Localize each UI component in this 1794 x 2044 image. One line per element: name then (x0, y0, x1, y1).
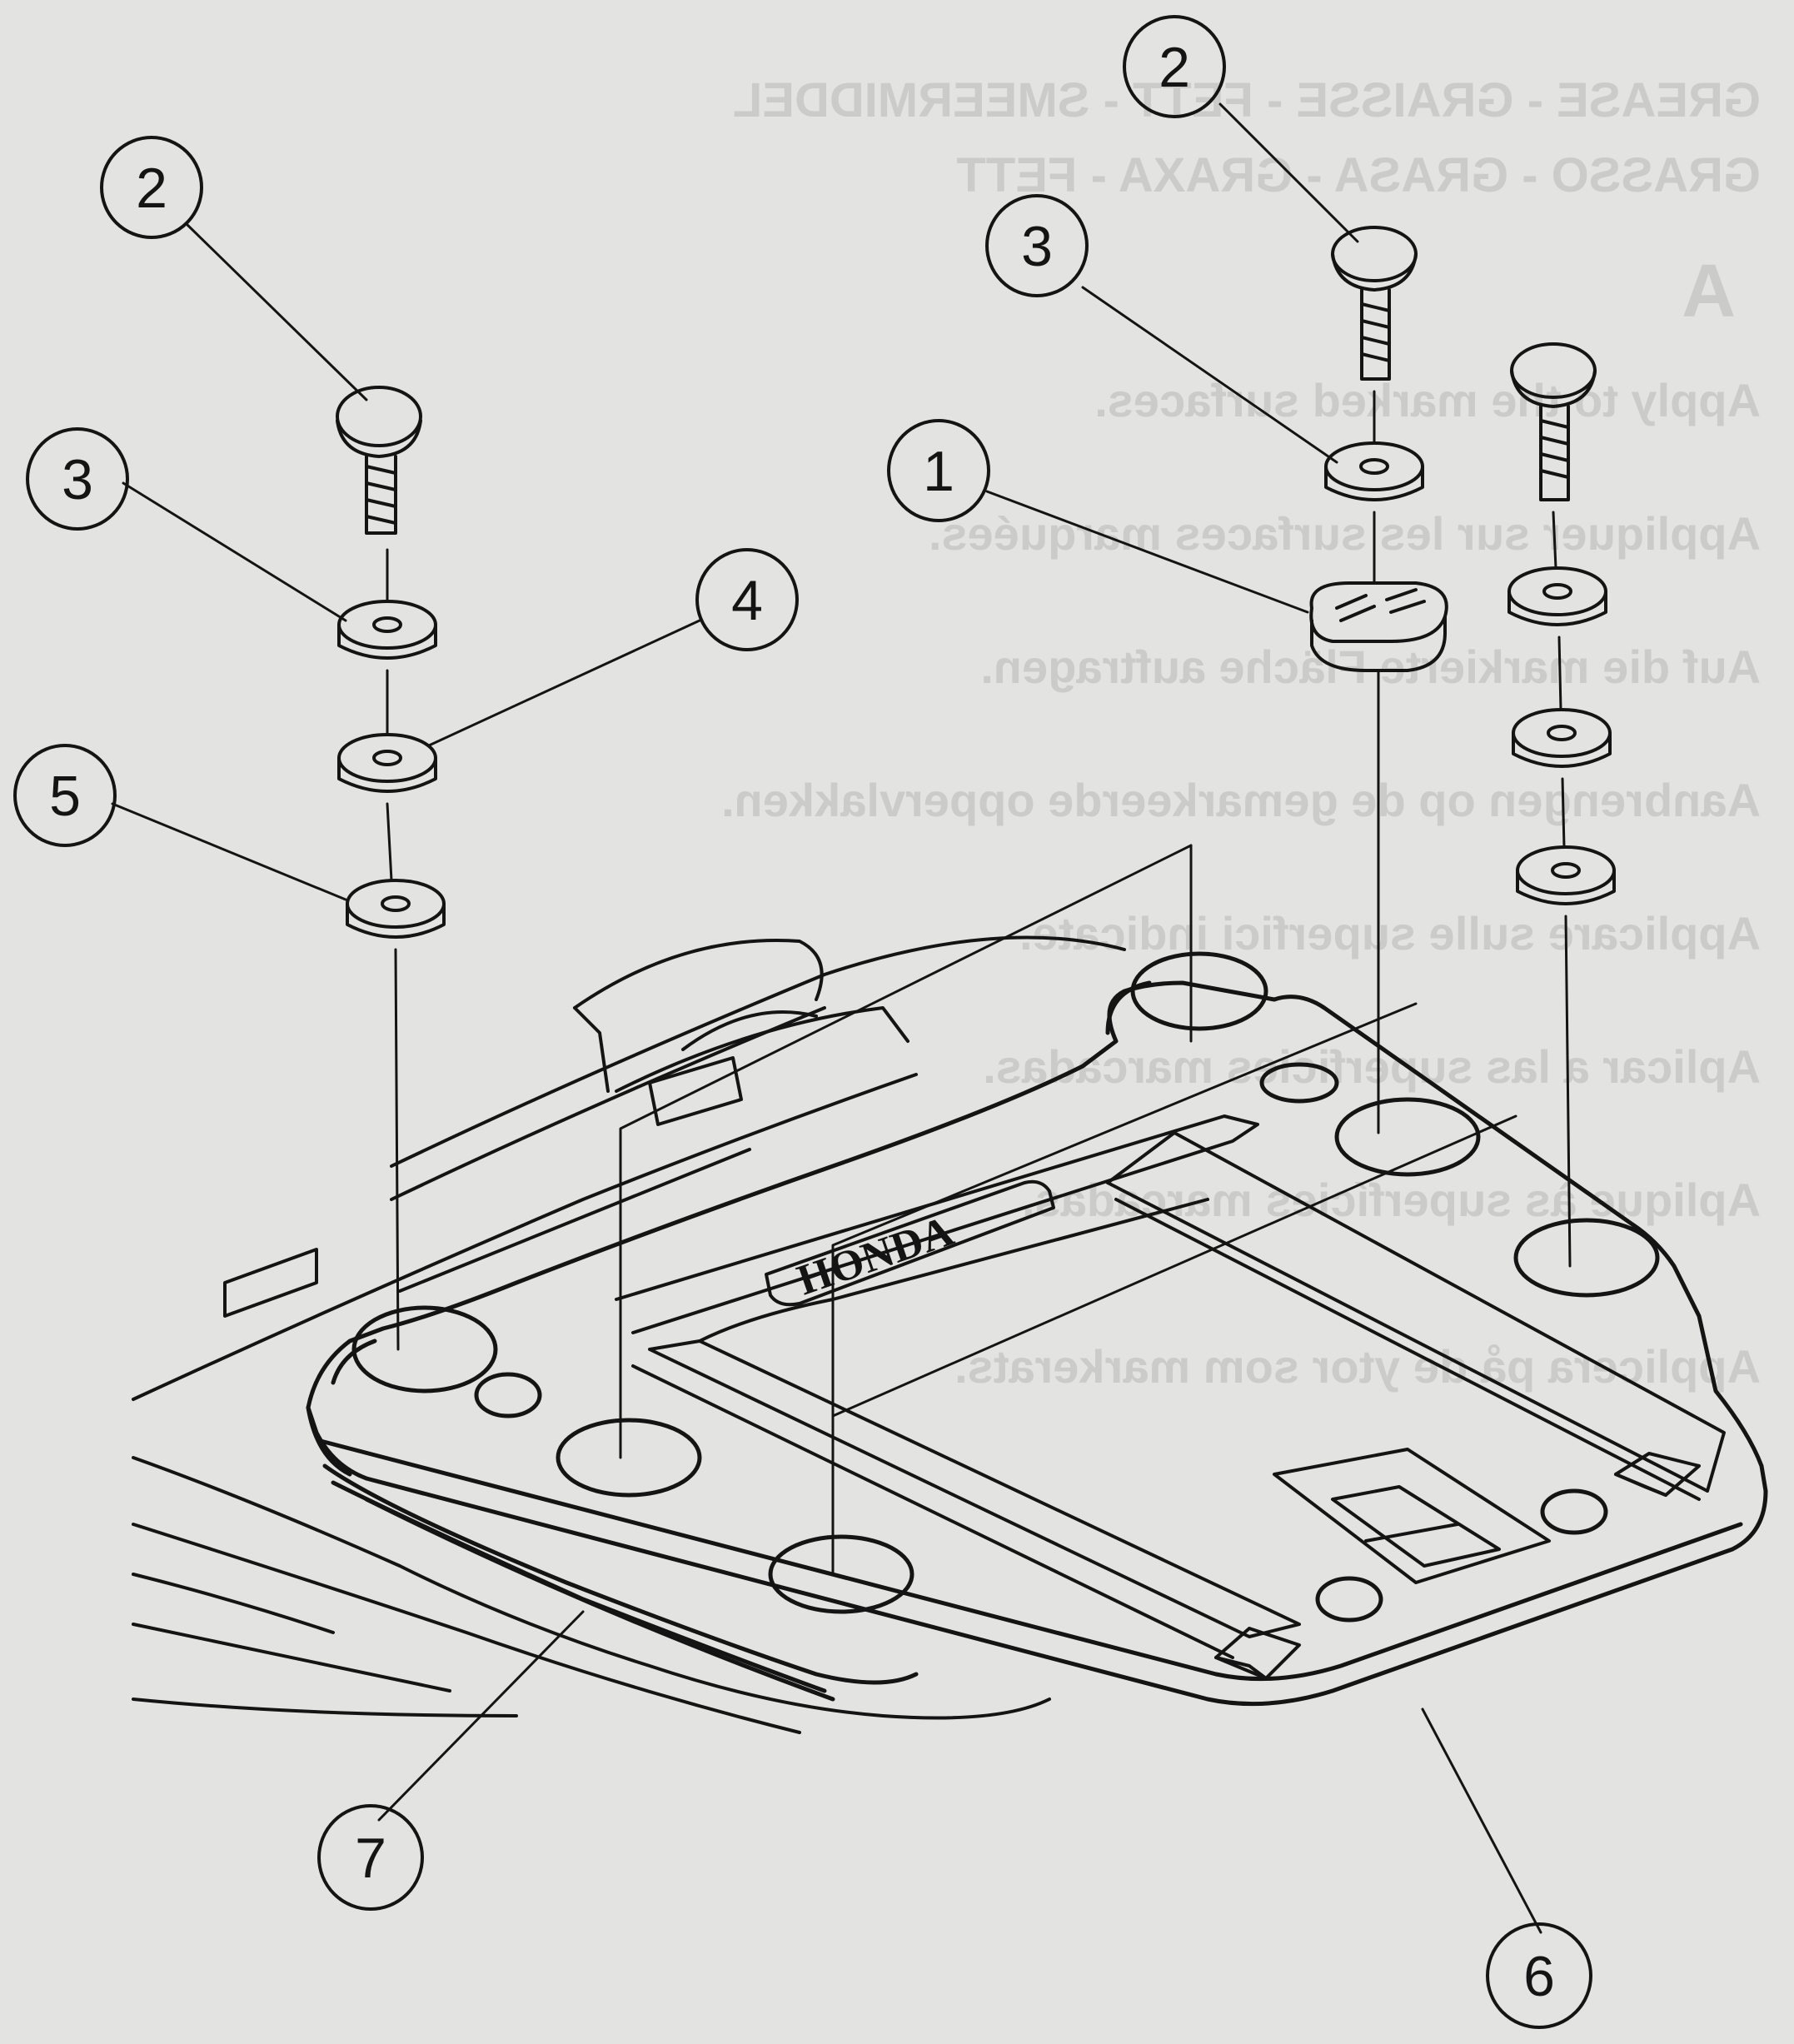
callout-4: 4 (695, 548, 799, 651)
callout-7-label: 7 (355, 1827, 386, 1890)
assembly-axis-lines (619, 844, 1517, 1576)
ghost-line-6: Aanbrengen op de gemarkeerde oppervlakke… (721, 774, 1761, 826)
right-hardware-stack (1507, 342, 1616, 1268)
callout-3-right-label: 3 (1021, 215, 1053, 278)
honda-badge: HONDA (765, 1179, 1055, 1307)
center-hardware-stack (1309, 226, 1448, 1134)
ghost-marker: A (1682, 250, 1736, 333)
callouts: 1 2 2 3 3 4 5 6 (13, 15, 1592, 2029)
ghost-line-10: Applicera på de ytor som markerats. (954, 1340, 1761, 1393)
mudguard-body (132, 935, 1126, 1734)
callout-1: 1 (887, 419, 990, 522)
left-hardware-stack (336, 386, 446, 1351)
callout-leaders (111, 102, 1542, 1934)
callout-3-right: 3 (985, 194, 1089, 297)
callout-2-left: 2 (100, 136, 203, 239)
callout-3-left: 3 (26, 427, 129, 531)
callout-4-label: 4 (731, 569, 763, 632)
callout-2-left-label: 2 (136, 157, 167, 220)
show-through-text: GREASE - GRAISSE - FETT - SMEERMIDDEL GR… (721, 73, 1761, 1393)
ghost-line-8: Aplicar a las superficies marcadas. (983, 1040, 1761, 1093)
carrier-base-plate (306, 951, 1768, 1707)
ghost-line-4: Appliquer sur les surfaces marquées. (929, 507, 1761, 560)
ghost-line-5: Auf die markierte Fläche auftragen. (980, 641, 1761, 693)
callout-2-right: 2 (1123, 15, 1226, 118)
callout-2-right-label: 2 (1159, 36, 1190, 99)
callout-7: 7 (317, 1804, 424, 1911)
callout-5-label: 5 (49, 765, 81, 828)
ghost-line-3: Apply to the marked surfaces. (1094, 374, 1761, 426)
ghost-line-1: GREASE - GRAISSE - FETT - SMEERMIDDEL (733, 73, 1761, 127)
ghost-line-7: Applicare sulle superfici indicate. (1019, 907, 1761, 960)
callout-1-label: 1 (923, 440, 954, 503)
callout-6-label: 6 (1523, 1945, 1555, 2008)
callout-6: 6 (1486, 1922, 1592, 2029)
callout-3-left-label: 3 (62, 448, 93, 511)
callout-5: 5 (13, 744, 117, 847)
ghost-line-2: GRASSO - GRASA - GRAXA - FETT (956, 148, 1761, 202)
